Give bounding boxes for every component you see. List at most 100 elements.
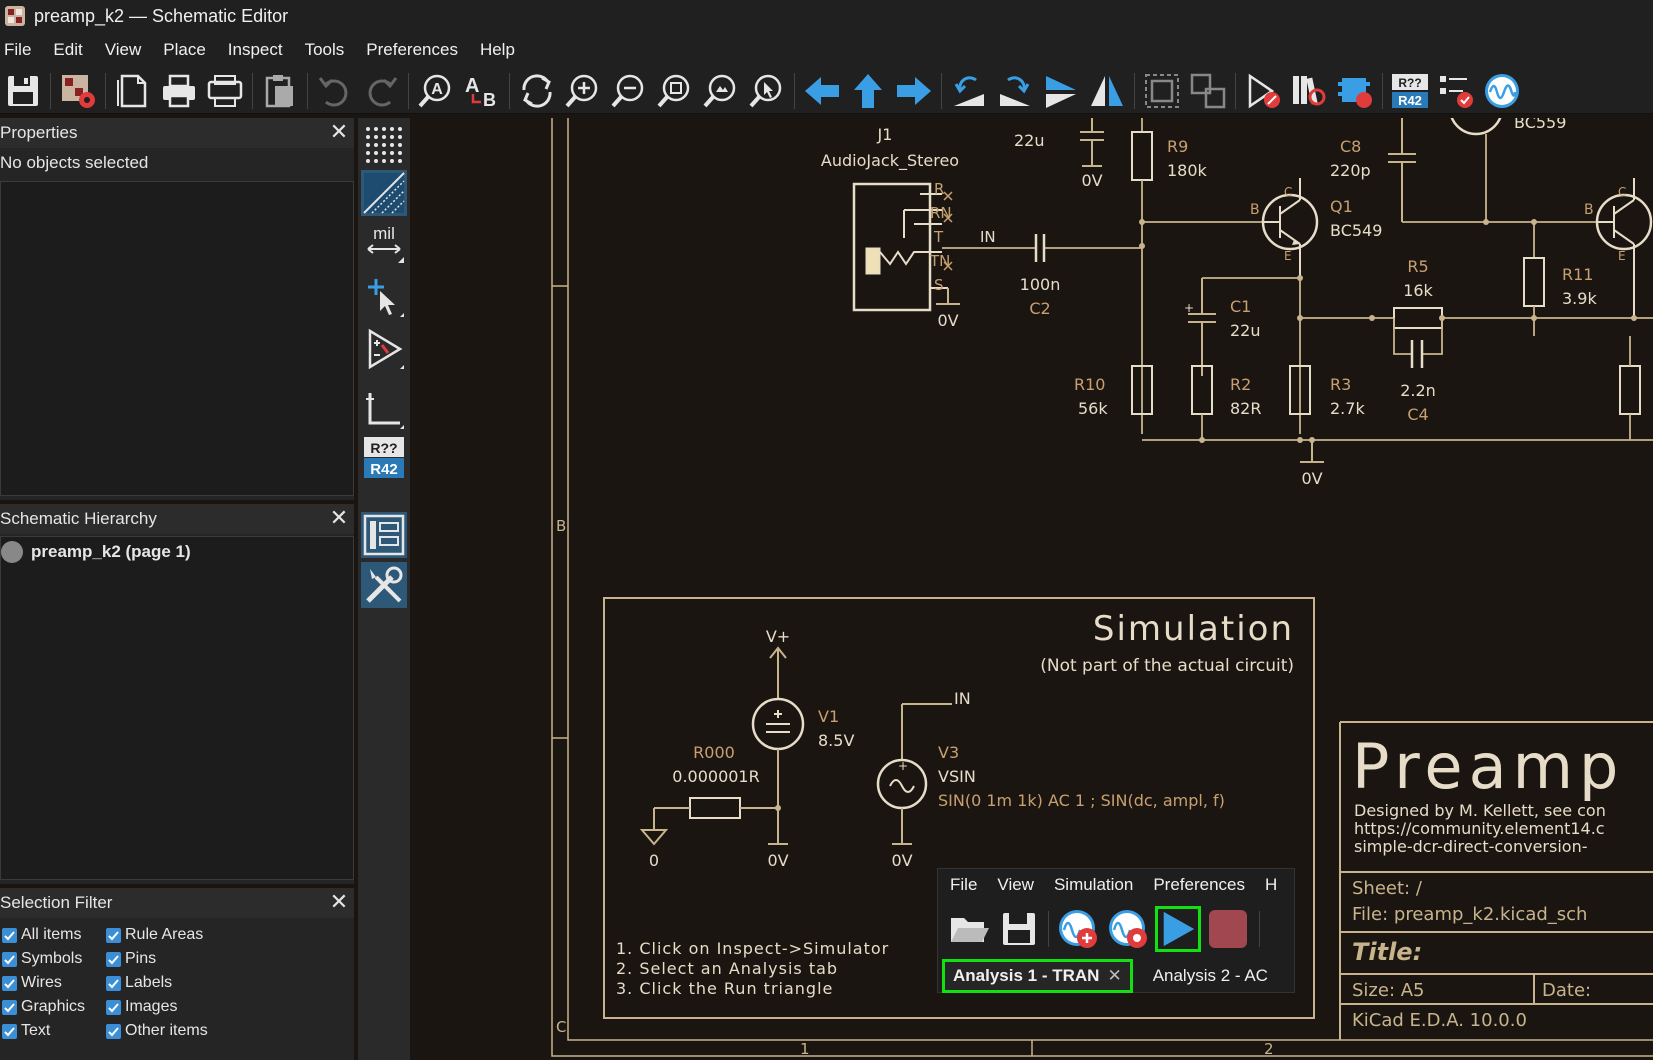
checkbox-checked-icon[interactable]: [106, 1023, 121, 1039]
line-mode-button[interactable]: [361, 386, 407, 432]
sim-stop-button[interactable]: [1205, 906, 1251, 952]
sim-new-analysis-button[interactable]: [1055, 906, 1101, 952]
navigate-forward-button[interactable]: [894, 71, 934, 111]
checkbox-checked-icon[interactable]: [2, 927, 17, 943]
hierarchy-toggle-button[interactable]: [361, 512, 407, 558]
sim-menu-view[interactable]: View: [997, 875, 1034, 894]
close-icon[interactable]: ✕: [329, 505, 349, 530]
sim-save-button[interactable]: [996, 906, 1042, 952]
group-button[interactable]: [1142, 71, 1182, 111]
overlay-toggle-button[interactable]: [361, 170, 407, 216]
units-button[interactable]: mil: [361, 220, 407, 266]
refresh-button[interactable]: [517, 71, 557, 111]
filter-symbols[interactable]: Symbols: [2, 950, 106, 968]
zoom-selection-button[interactable]: [747, 71, 787, 111]
checkbox-checked-icon[interactable]: [2, 951, 17, 967]
menu-help[interactable]: Help: [479, 40, 515, 59]
r2-ref: R2: [1230, 375, 1251, 394]
properties-toggle-button[interactable]: [361, 562, 407, 608]
clipboard-icon: [265, 74, 293, 107]
checkbox-checked-icon[interactable]: [2, 1023, 17, 1039]
mirror-horizontal-button[interactable]: [1087, 71, 1127, 111]
filter-images[interactable]: Images: [106, 998, 326, 1016]
title-block-project: simple-dcr-direct-conversion-: [1354, 837, 1587, 856]
filter-all-items[interactable]: All items: [2, 926, 106, 944]
sim-run-button[interactable]: [1155, 906, 1201, 952]
menu-tools[interactable]: Tools: [304, 40, 345, 59]
menu-preferences[interactable]: Preferences: [366, 40, 458, 59]
annotate-button[interactable]: R??R42: [1390, 71, 1430, 111]
rotate-cw-button[interactable]: [995, 71, 1035, 111]
navigate-back-button[interactable]: [802, 71, 842, 111]
save-button[interactable]: [3, 71, 43, 111]
checkbox-checked-icon[interactable]: [106, 951, 121, 967]
q-right-transistor[interactable]: [1595, 178, 1653, 318]
print-button[interactable]: [159, 71, 199, 111]
filter-wires[interactable]: Wires: [2, 974, 106, 992]
j1-audiojack[interactable]: [852, 182, 953, 312]
zoom-objects-icon: [703, 74, 736, 107]
grid-toggle-button[interactable]: [361, 122, 407, 168]
r3-value: 2.7k: [1330, 399, 1365, 418]
hierarchy-root-item[interactable]: preamp_k2 (page 1): [1, 537, 353, 563]
sim-settings-button[interactable]: [1105, 906, 1151, 952]
toolbar-separator: [1382, 72, 1383, 109]
filter-graphics[interactable]: Graphics: [2, 998, 106, 1016]
play-icon: [1163, 911, 1195, 947]
tab-analysis-1-label: Analysis 1 - TRAN: [953, 965, 1100, 985]
undo-button[interactable]: [315, 71, 355, 111]
checkbox-checked-icon[interactable]: [2, 999, 17, 1015]
ungroup-button[interactable]: [1188, 71, 1228, 111]
title-block-designed-by: Designed by M. Kellett, see con: [1354, 801, 1606, 820]
find-button[interactable]: A: [416, 71, 456, 111]
menu-place[interactable]: Place: [163, 40, 206, 59]
zoom-out-button[interactable]: [609, 71, 649, 111]
erc-button[interactable]: [1436, 71, 1476, 111]
filter-other-items[interactable]: Other items: [106, 1022, 326, 1040]
menu-inspect[interactable]: Inspect: [227, 40, 283, 59]
symbol-browser-button[interactable]: [1289, 71, 1329, 111]
cursor-style-button[interactable]: [361, 274, 407, 320]
checkbox-checked-icon[interactable]: [106, 975, 121, 991]
sim-menu-file[interactable]: File: [950, 875, 978, 894]
zoom-objects-button[interactable]: [701, 71, 741, 111]
annotate-side-button[interactable]: R??R42: [361, 434, 407, 480]
close-icon[interactable]: ✕: [1107, 965, 1122, 985]
filter-labels[interactable]: Labels: [106, 974, 326, 992]
menu-file[interactable]: File: [4, 40, 32, 59]
sim-menu-preferences[interactable]: Preferences: [1153, 875, 1245, 894]
zoom-fit-button[interactable]: [655, 71, 695, 111]
close-icon[interactable]: ✕: [329, 119, 349, 144]
schematic-setup-button[interactable]: [58, 71, 98, 111]
title-block-title: Preamp: [1352, 730, 1624, 803]
paste-button[interactable]: [260, 71, 300, 111]
sim-open-button[interactable]: [946, 906, 992, 952]
menu-edit[interactable]: Edit: [53, 40, 83, 59]
footprint-editor-button[interactable]: [1335, 71, 1375, 111]
navigate-up-button[interactable]: [848, 71, 888, 111]
checkbox-checked-icon[interactable]: [106, 999, 121, 1015]
zoom-in-button[interactable]: [563, 71, 603, 111]
checkbox-checked-icon[interactable]: [106, 927, 121, 943]
mirror-vertical-button[interactable]: [1041, 71, 1081, 111]
checkbox-checked-icon[interactable]: [2, 975, 17, 991]
menu-view[interactable]: View: [104, 40, 142, 59]
filter-text[interactable]: Text: [2, 1022, 106, 1040]
filter-rule-areas[interactable]: Rule Areas: [106, 926, 326, 944]
tab-analysis-1-tran[interactable]: Analysis 1 - TRAN ✕: [942, 958, 1133, 993]
tab-analysis-2-ac[interactable]: Analysis 2 - AC: [1145, 959, 1276, 993]
simulator-button[interactable]: [1482, 71, 1522, 111]
q1-transistor[interactable]: [1261, 178, 1319, 278]
sim-menu-simulation[interactable]: Simulation: [1053, 875, 1134, 894]
close-icon[interactable]: ✕: [329, 889, 349, 914]
page-settings-button[interactable]: [113, 71, 153, 111]
window-title: preamp_k2 — Schematic Editor: [34, 5, 289, 26]
sim-menu-help[interactable]: H: [1265, 875, 1278, 894]
plot-button[interactable]: [205, 71, 245, 111]
symbol-editor-button[interactable]: [1243, 71, 1283, 111]
highlight-net-button[interactable]: [361, 326, 407, 372]
redo-button[interactable]: [361, 71, 401, 111]
rotate-ccw-button[interactable]: [949, 71, 989, 111]
filter-pins[interactable]: Pins: [106, 950, 326, 968]
